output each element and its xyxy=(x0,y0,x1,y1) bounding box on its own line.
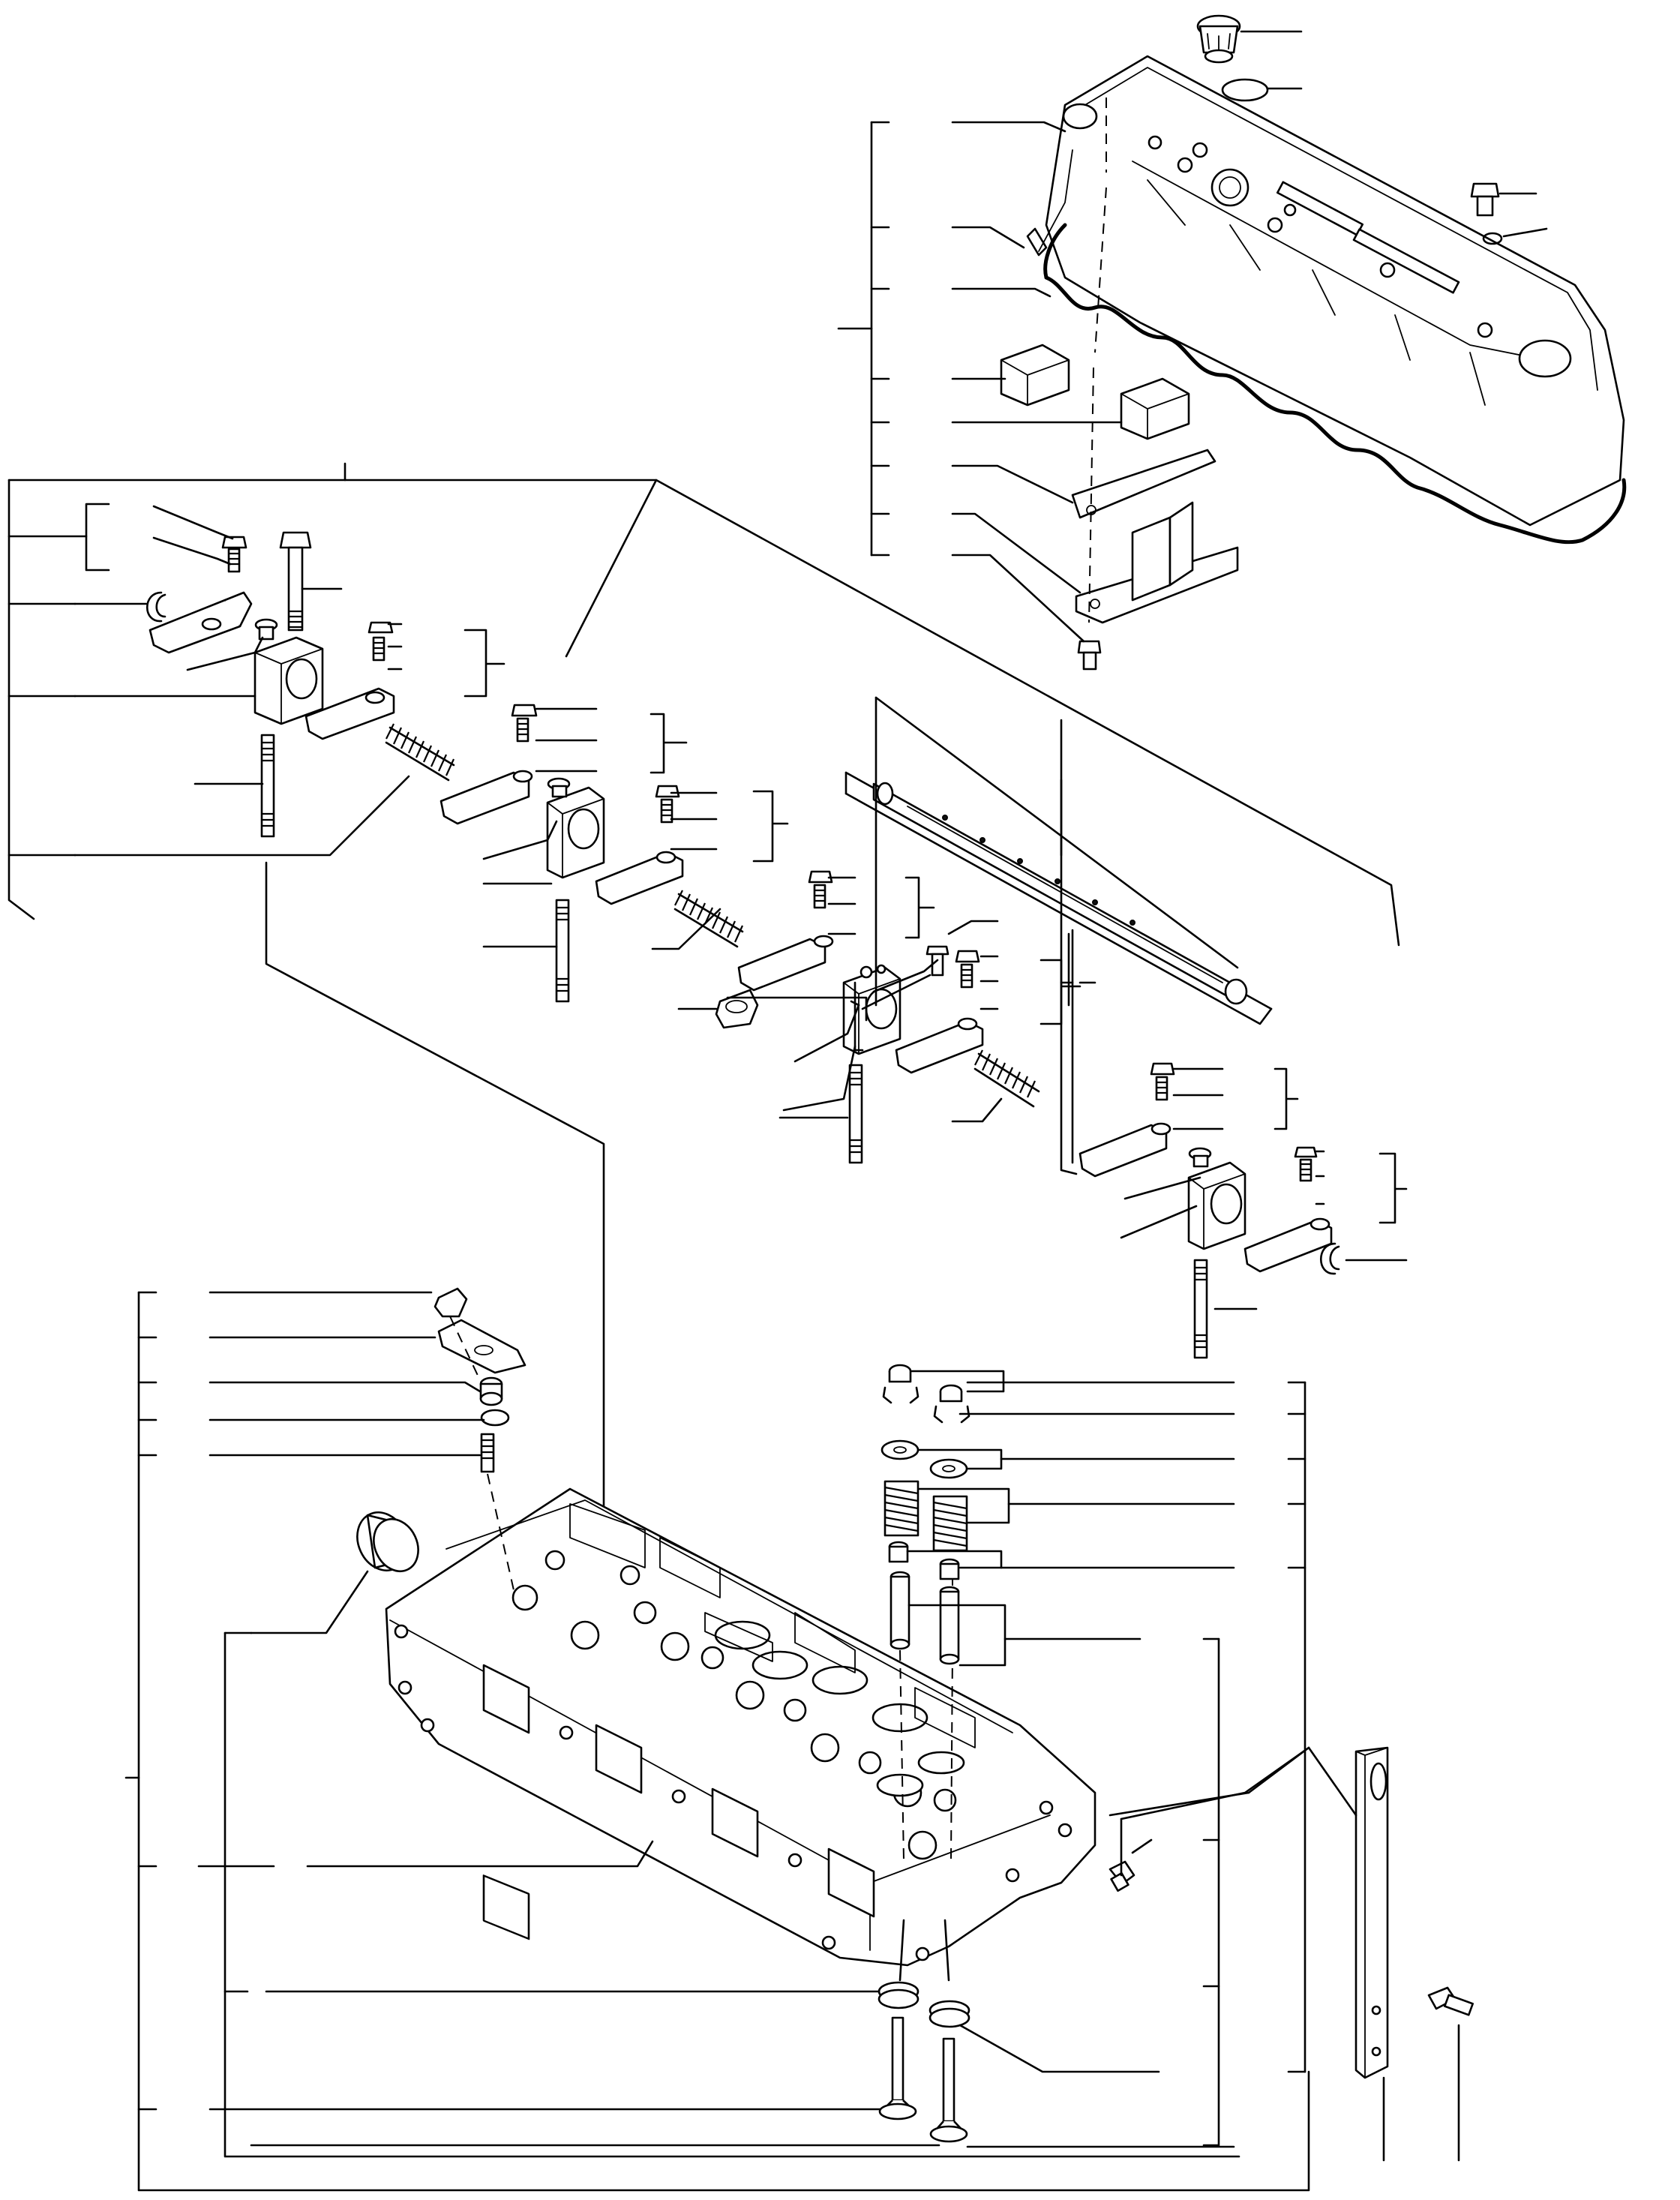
shaft-support-3 xyxy=(842,964,902,1055)
rocker-cover xyxy=(1026,55,1625,527)
cushion-block-2 xyxy=(1120,377,1190,440)
valve-seat-1 xyxy=(878,1981,920,2009)
shaft-spring-2 xyxy=(674,890,744,948)
filler-cap-o-ring xyxy=(1221,78,1269,102)
stud-4 xyxy=(1193,1259,1208,1359)
snap-ring-1 xyxy=(146,591,166,623)
cover-bolt-icon xyxy=(1470,182,1503,245)
valve-cotter-2 xyxy=(933,1384,970,1424)
cylinder-head xyxy=(385,1487,1096,1967)
valve-guide-1 xyxy=(890,1571,910,1650)
cover-plate xyxy=(1071,449,1216,519)
valve-stem-seal-2 xyxy=(939,1558,960,1580)
rocker-shaft xyxy=(844,771,1273,1025)
set-screw xyxy=(926,945,950,977)
cushion-block-1 xyxy=(1000,344,1070,407)
rocker-shaft-group xyxy=(8,462,1408,1517)
valve-spring-2 xyxy=(932,1495,968,1552)
valve-spring-1 xyxy=(884,1480,920,1537)
nozzle-stud xyxy=(480,1433,495,1473)
nozzle-washer xyxy=(480,1409,510,1427)
cylinder-head-group xyxy=(124,1287,1310,2192)
stud-3 xyxy=(848,1064,863,1164)
support-nut-3 xyxy=(715,989,759,1029)
cover-bracket xyxy=(1075,501,1239,624)
rocker-cover-gasket xyxy=(1044,275,1627,545)
sealing-cap xyxy=(356,1511,419,1573)
snap-ring-2 xyxy=(1319,1242,1340,1275)
shaft-spring-3 xyxy=(974,1049,1040,1108)
rocker-arm-4 xyxy=(595,785,684,905)
stud-1 xyxy=(260,734,275,838)
stud-2 xyxy=(555,899,570,1003)
nozzle-collar xyxy=(479,1376,503,1406)
valve-cotter-1 xyxy=(882,1364,920,1404)
rocker-cover-group xyxy=(837,14,1627,671)
rocker-arm-7 xyxy=(1078,1062,1175,1178)
adjust-nut-1 xyxy=(221,536,248,573)
engine-hanger-group xyxy=(1108,1746,1474,2162)
rocker-arm-3 xyxy=(440,704,538,825)
rocker-arm-5 xyxy=(737,870,834,992)
head-plug xyxy=(1108,1860,1136,1892)
valve-seat-2 xyxy=(928,2000,970,2028)
shaft-spring-1 xyxy=(385,723,455,782)
spring-retainer-2 xyxy=(929,1458,968,1479)
engine-hanger xyxy=(1354,1746,1389,2079)
valve-guide-2 xyxy=(939,1586,960,1665)
spring-retainer-1 xyxy=(880,1439,920,1460)
shaft-support-2 xyxy=(546,777,605,879)
rocker-arm-1 xyxy=(148,591,253,654)
nozzle-clamp xyxy=(434,1287,526,1374)
shaft-support-1 xyxy=(254,618,324,725)
hanger-bolt-icon xyxy=(1427,1986,1474,2016)
intake-valve xyxy=(878,2016,917,2120)
exhaust-valve xyxy=(929,2037,968,2143)
long-bolt-1 xyxy=(279,531,312,632)
bracket-bolt-icon xyxy=(1077,640,1102,671)
rocker-arm-2 xyxy=(304,621,395,740)
valve-stem-seal-1 xyxy=(888,1541,909,1563)
oil-filler-cap xyxy=(1196,14,1241,64)
shaft-support-4 xyxy=(1187,1147,1246,1250)
rocker-arm-8 xyxy=(1244,1146,1333,1273)
rocker-arm-6 xyxy=(895,950,984,1074)
